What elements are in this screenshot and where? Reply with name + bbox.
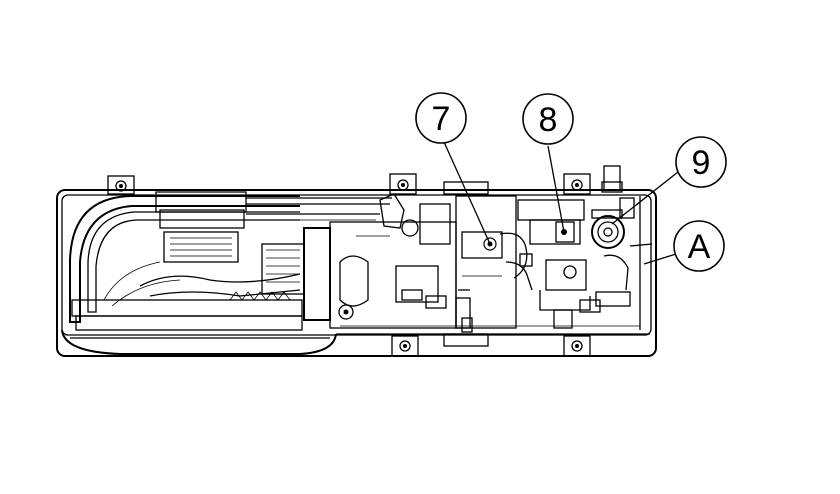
bottom-frame [336, 196, 650, 335]
leader-lines [443, 141, 679, 265]
blower-assembly [139, 191, 305, 301]
heat-exchanger-coil [69, 195, 303, 331]
callout-7: 7 [415, 92, 467, 144]
leader-7 [443, 141, 491, 245]
leader-9 [611, 171, 679, 225]
callout-8-label: 8 [539, 101, 558, 139]
callout-8: 8 [522, 93, 574, 145]
callout-A-label: A [688, 228, 711, 266]
gas-valve [517, 199, 591, 329]
callout-9: 9 [675, 136, 727, 188]
outer-housing [56, 189, 657, 357]
leader-8 [547, 145, 565, 233]
callout-A: A [673, 220, 725, 272]
top-rail [246, 197, 392, 221]
bottom-mounting-brackets [391, 181, 591, 357]
leader-A [643, 253, 677, 265]
valve-chamber [455, 195, 533, 333]
top-mounting-brackets [107, 165, 623, 195]
callout-9-label: 9 [692, 144, 711, 182]
pump-fitting [579, 197, 653, 313]
burner-assembly [303, 193, 457, 329]
callout-7-label: 7 [432, 100, 451, 138]
